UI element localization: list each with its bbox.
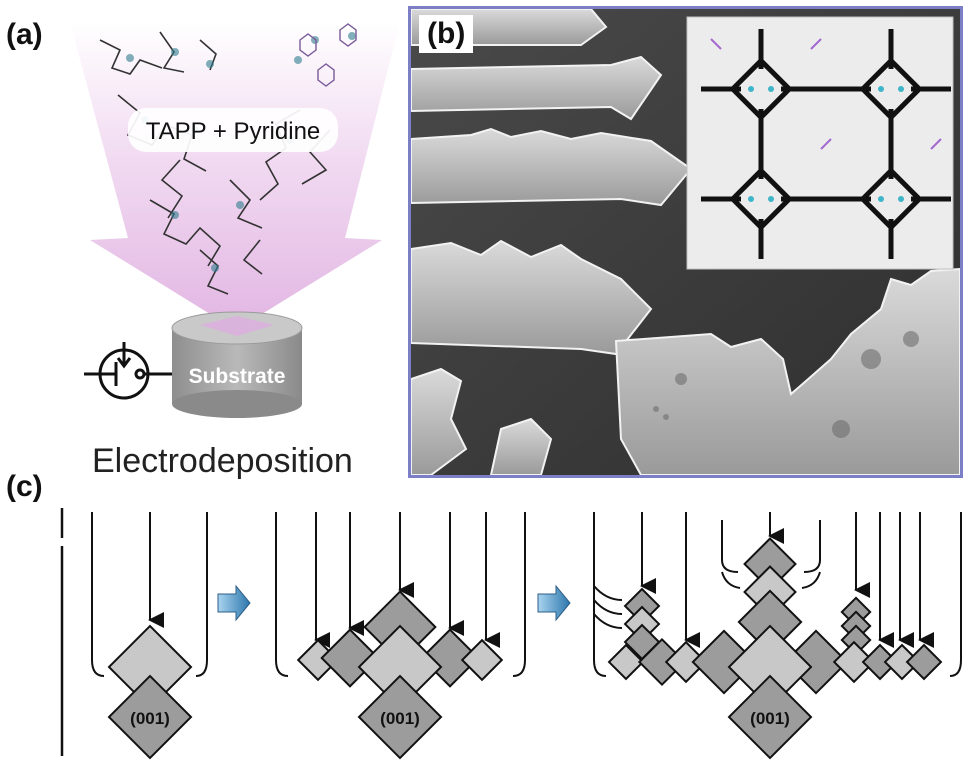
panel-b-label: (b): [419, 15, 474, 53]
sem-micrograph: [411, 9, 960, 475]
panel-c-label: (c): [6, 470, 43, 503]
precursor-label: TAPP + Pyridine: [146, 118, 321, 145]
funnel-tip: [200, 316, 274, 336]
crystal-structure-inset: [686, 16, 954, 270]
growth-stage-1: (001): [91, 512, 208, 760]
panel-a-schematic: TAPP + Pyridine Substrate Electrodeposit…: [70, 22, 400, 480]
step-arrow-icon: [537, 584, 571, 622]
sem-image-panel: (b): [408, 6, 963, 478]
panel-a-label: (a): [6, 18, 43, 51]
pyridine-molecules: [299, 23, 357, 87]
step-arrow-icon: [217, 584, 251, 622]
growth-stage-2: (001): [275, 512, 526, 760]
precursor-label-box: [128, 108, 338, 152]
substrate-label: Substrate: [189, 365, 286, 388]
process-label: Electrodeposition: [92, 442, 353, 480]
plate-pores: [653, 331, 919, 438]
facet-label-stage-3: (001): [750, 709, 790, 728]
facet-label-stage-2: (001): [380, 709, 420, 728]
growth-mechanism-diagram: (001) (001): [60, 508, 962, 760]
facet-label-stage-1: (001): [130, 709, 170, 728]
crystal-plate: [614, 267, 960, 475]
growth-stage-3: (001): [593, 512, 962, 760]
crystal-rods: [411, 9, 693, 475]
precursor-funnel: [70, 22, 400, 330]
electrode-symbol-icon: [84, 342, 172, 400]
